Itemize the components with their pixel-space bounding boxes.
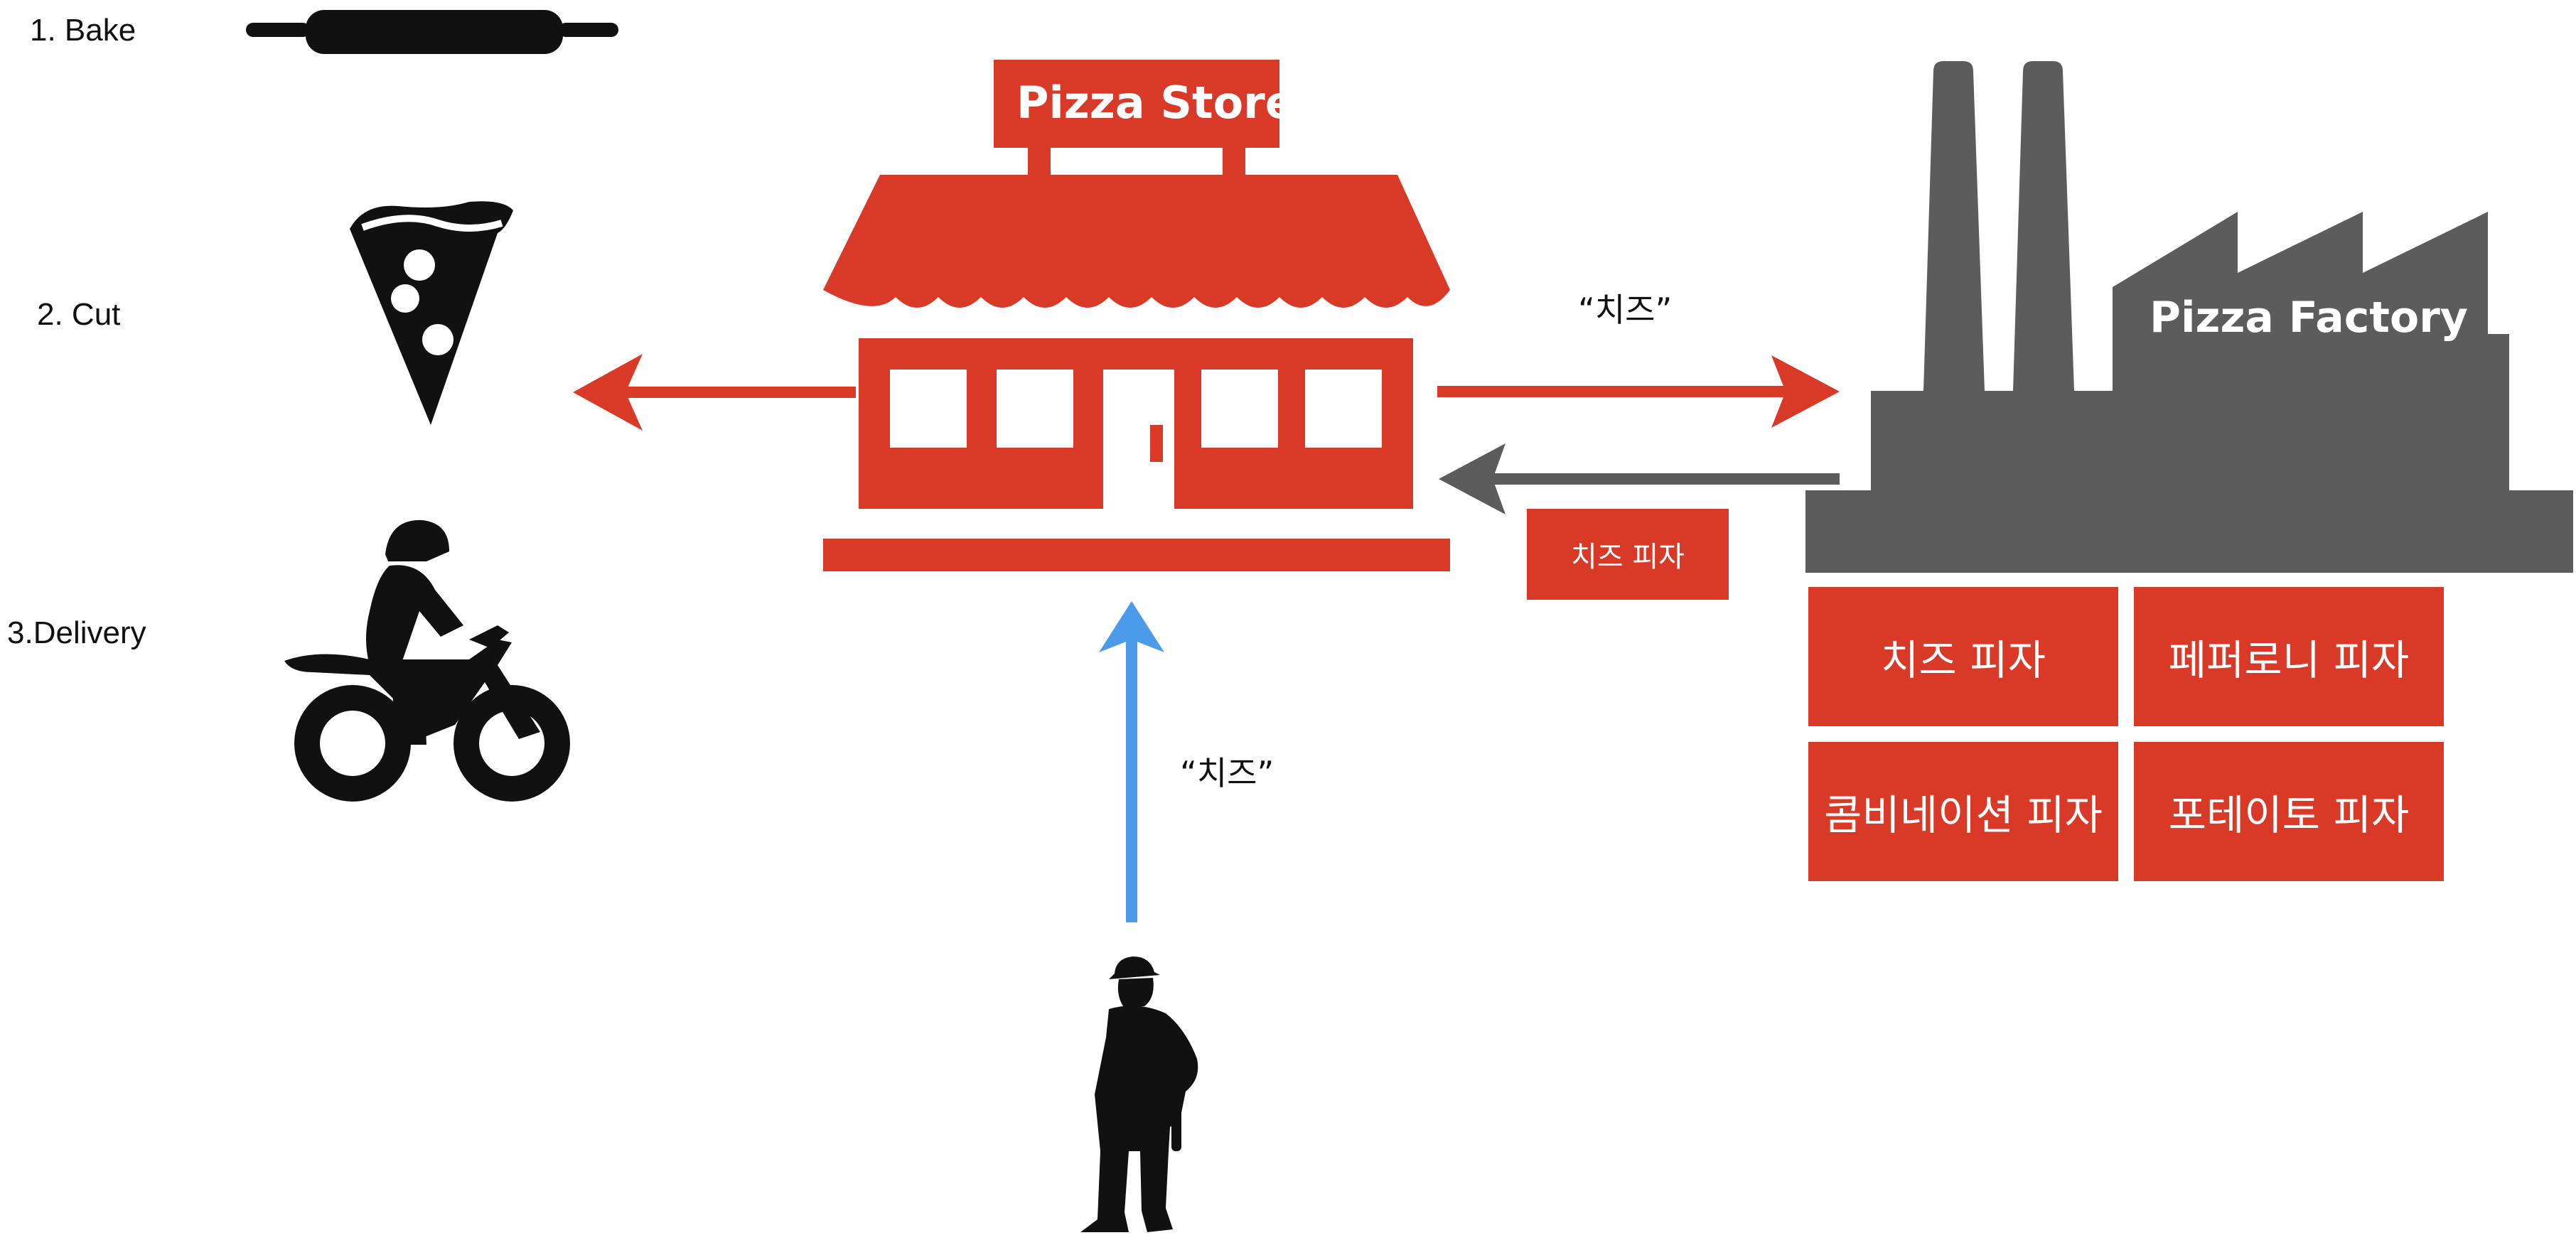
store-windows: [890, 370, 1382, 509]
rolling-pin-icon: [246, 10, 618, 54]
pizza-slice-icon: [350, 201, 513, 425]
request-order-label: “치즈”: [1578, 291, 1673, 329]
motorcycle-rider-icon: [284, 519, 570, 802]
store-to-steps-arrow: [573, 354, 856, 431]
store-door-handle: [1150, 425, 1163, 462]
step-delivery-label: 3.Delivery: [7, 615, 146, 650]
menu-item-cheese: 치즈 피자: [1808, 587, 2118, 726]
step-bake-label: 1. Bake: [30, 13, 136, 48]
factory-label: Pizza Factory: [2150, 293, 2468, 343]
customer-order-label: “치즈”: [1180, 754, 1274, 792]
step-cut-label: 2. Cut: [37, 297, 121, 332]
worker-silhouette-icon: [1080, 956, 1198, 1232]
store-to-factory-arrow: [1437, 355, 1840, 428]
factory-to-store-arrow: [1439, 443, 1840, 514]
returned-pizza-box: 치즈 피자: [1527, 509, 1729, 600]
menu-item-pepperoni: 페퍼로니 피자: [2134, 587, 2444, 726]
customer-to-store-arrow: [1099, 601, 1164, 922]
menu-item-potato: 포테이토 피자: [2134, 742, 2444, 881]
factory-icon: [1805, 61, 2573, 573]
menu-item-combination: 콤비네이션 피자: [1808, 742, 2118, 881]
store-sign-label: Pizza Store: [1016, 77, 1295, 129]
